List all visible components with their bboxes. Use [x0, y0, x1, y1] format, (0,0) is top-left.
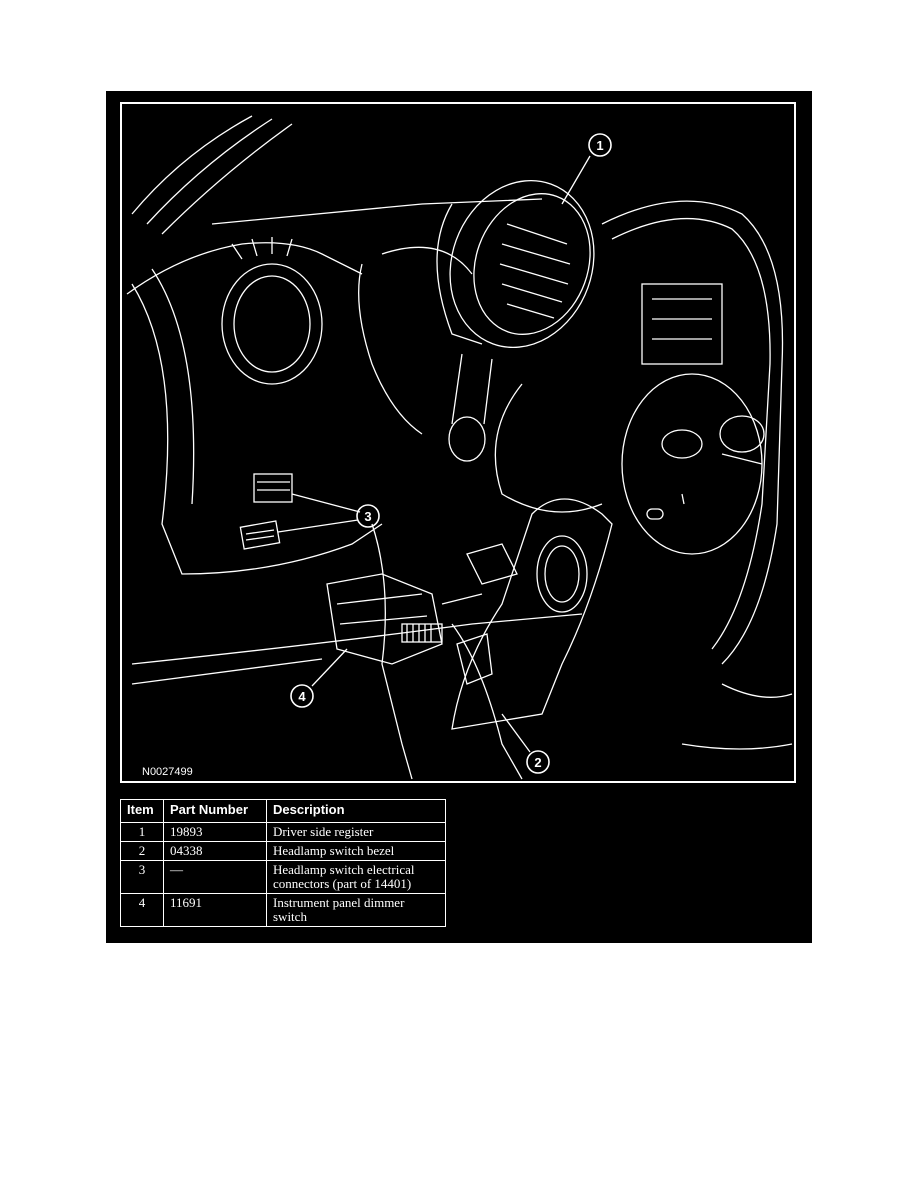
svg-text:4: 4: [298, 689, 306, 704]
left-gauge-circle: [221, 263, 323, 385]
svg-text:1: 1: [596, 138, 603, 153]
item-cell: 2: [120, 841, 164, 861]
figure-id-label: N0027499: [142, 766, 193, 778]
svg-text:2: 2: [534, 755, 541, 770]
callout-2: 2: [526, 750, 550, 774]
table-row: 1 19893 Driver side register: [120, 822, 446, 842]
callout-1: 1: [588, 133, 612, 157]
description-cell: Instrument panel dimmer switch: [266, 893, 446, 927]
header-part-number: Part Number: [163, 799, 267, 823]
table-row: 3 — Headlamp switch electrical connector…: [120, 860, 446, 894]
table-row: 4 11691 Instrument panel dimmer switch: [120, 893, 446, 927]
description-cell: Headlamp switch bezel: [266, 841, 446, 861]
part-number-cell: —: [163, 860, 267, 894]
illustration-frame: 1 2 3 4 N0027499: [120, 102, 796, 783]
steering-wheel-hub: [621, 373, 763, 555]
dimmer-switch: [326, 573, 443, 665]
header-item: Item: [120, 799, 164, 823]
part-number-cell: 11691: [163, 893, 267, 927]
svg-text:3: 3: [364, 509, 371, 524]
part-number-cell: 19893: [163, 822, 267, 842]
item-cell: 4: [120, 893, 164, 927]
legend-header-row: Item Part Number Description: [120, 799, 446, 823]
table-row: 2 04338 Headlamp switch bezel: [120, 841, 446, 861]
header-description: Description: [266, 799, 446, 823]
callout-3: 3: [356, 504, 380, 528]
register-outer: [449, 179, 595, 349]
description-cell: Headlamp switch electrical connectors (p…: [266, 860, 446, 894]
connector-upper: [253, 473, 293, 503]
item-cell: 3: [120, 860, 164, 894]
connector-lower: [239, 520, 281, 550]
item-cell: 1: [120, 822, 164, 842]
description-cell: Driver side register: [266, 822, 446, 842]
legend-table: Item Part Number Description 1 19893 Dri…: [120, 799, 446, 927]
steering-wheel-rim: [601, 200, 784, 665]
dashboard-illustration: 1 2 3 4: [126, 115, 793, 780]
part-number-cell: 04338: [163, 841, 267, 861]
callout-4: 4: [290, 684, 314, 708]
headlamp-bezel: [451, 498, 613, 730]
figure-panel: 1 2 3 4 N0027499 Item Part Number Descri…: [106, 91, 812, 943]
